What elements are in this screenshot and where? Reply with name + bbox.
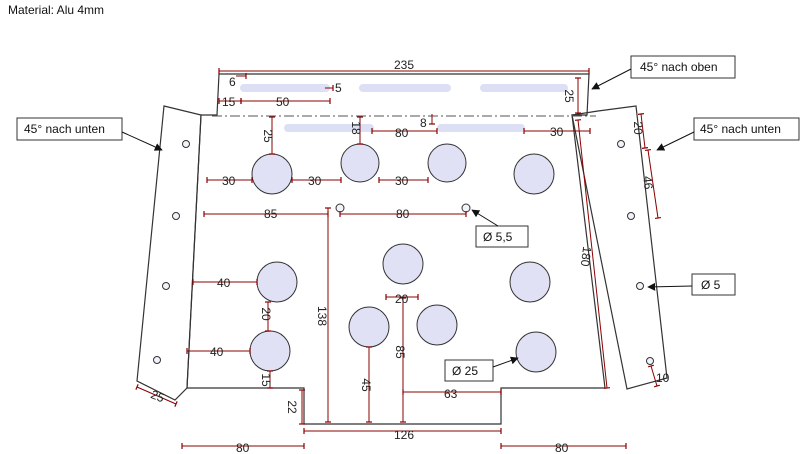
hole-25 <box>416 304 458 346</box>
dim-80-slots: 80 <box>395 126 409 140</box>
hole-25 <box>509 261 551 303</box>
left-flange-outline <box>136 105 202 401</box>
callout-big-hole-text: Ø 25 <box>452 364 478 378</box>
dim-20-right: 20 <box>631 121 645 135</box>
dimline-25-left <box>135 384 178 407</box>
slot <box>437 124 525 132</box>
dim-25-left: 25 <box>149 387 167 405</box>
slot <box>359 84 451 92</box>
hole-5 <box>172 212 180 220</box>
callout-big-hole: Ø 25 <box>444 356 519 382</box>
callout-top-bend-text: 45° nach oben <box>640 60 718 74</box>
dimline-10 <box>647 364 661 388</box>
dim-63: 63 <box>444 387 458 401</box>
dim-15b: 15 <box>259 373 273 387</box>
dim-15a: 15 <box>222 95 236 109</box>
callout-small-hole: Ø 5,5 <box>471 209 529 248</box>
dim-5: 5 <box>335 81 342 95</box>
dimline-20-right <box>637 113 649 149</box>
slot <box>240 84 330 92</box>
material-note: Material: Alu 4mm <box>8 3 105 17</box>
dim-20b: 20 <box>395 292 409 306</box>
dimline-180 <box>574 119 611 389</box>
hole-5 <box>162 282 170 290</box>
dim-30b: 30 <box>308 174 322 188</box>
hole-5 <box>636 282 644 290</box>
dim-138: 138 <box>315 306 329 326</box>
callout-top-bend: 45° nach oben <box>591 55 736 90</box>
dim-30a: 30 <box>222 174 236 188</box>
hole-5 <box>153 356 161 364</box>
callout-side-hole: Ø 5 <box>647 273 736 296</box>
hole-5 <box>617 140 625 148</box>
dim-10: 10 <box>656 371 670 385</box>
callout-right-bend-text: 45° nach unten <box>700 122 781 136</box>
dim-40a: 40 <box>217 276 231 290</box>
hole-25 <box>256 261 298 303</box>
dim-45: 45 <box>359 378 373 392</box>
dim-25-top-right: 25 <box>562 89 576 103</box>
dim-8: 8 <box>420 116 427 130</box>
right-flange-outline <box>571 105 668 390</box>
part-outline <box>136 73 668 425</box>
dim-20a: 20 <box>259 307 273 321</box>
dim-40b: 40 <box>210 345 224 359</box>
hole-25 <box>348 306 390 348</box>
hole-5 <box>627 212 635 220</box>
callout-right-bend: 45° nach unten <box>656 117 800 151</box>
hole-25 <box>249 330 291 372</box>
dim-80-bl: 80 <box>236 441 250 454</box>
dim-30-right: 30 <box>550 125 564 139</box>
hole-25 <box>513 153 555 195</box>
dim-46: 46 <box>640 175 655 190</box>
dim-30c: 30 <box>395 174 409 188</box>
dimension-lines <box>135 68 662 449</box>
callout-left-bend-text: 45° nach unten <box>24 122 105 136</box>
dim-80-br: 80 <box>555 441 569 454</box>
callout-side-hole-text: Ø 5 <box>701 278 721 292</box>
dim-235: 235 <box>394 58 414 72</box>
hole-25 <box>427 143 467 183</box>
dimension-texts: 235 6 5 15 50 25 8 25 18 80 30 20 46 30 … <box>149 58 670 454</box>
hole-5-5 <box>335 203 345 213</box>
callouts: 45° nach oben 45° nach unten 45° nach un… <box>16 55 800 382</box>
dim-18: 18 <box>349 121 363 135</box>
large-holes <box>249 143 557 373</box>
dim-85: 85 <box>264 207 278 221</box>
slots <box>240 84 568 132</box>
slot <box>480 84 568 92</box>
hole-25 <box>515 331 557 373</box>
hole-25 <box>251 153 293 195</box>
dim-6: 6 <box>229 75 236 89</box>
callout-left-bend: 45° nach unten <box>16 117 163 151</box>
dim-85v: 85 <box>393 345 407 359</box>
dim-50: 50 <box>276 95 290 109</box>
dim-22: 22 <box>285 400 299 414</box>
hole-5 <box>182 140 190 148</box>
hole-5 <box>646 357 654 365</box>
dimline-46 <box>644 148 662 220</box>
hole-25 <box>382 243 424 285</box>
hole-25 <box>340 143 380 183</box>
dim-126: 126 <box>394 428 414 442</box>
small-holes <box>153 140 654 365</box>
dim-80-mid: 80 <box>396 207 410 221</box>
slot <box>284 124 374 132</box>
hole-5-5 <box>461 203 471 213</box>
dim-25-slot: 25 <box>261 129 275 143</box>
callout-small-hole-text: Ø 5,5 <box>483 230 513 244</box>
dim-180: 180 <box>578 246 594 268</box>
